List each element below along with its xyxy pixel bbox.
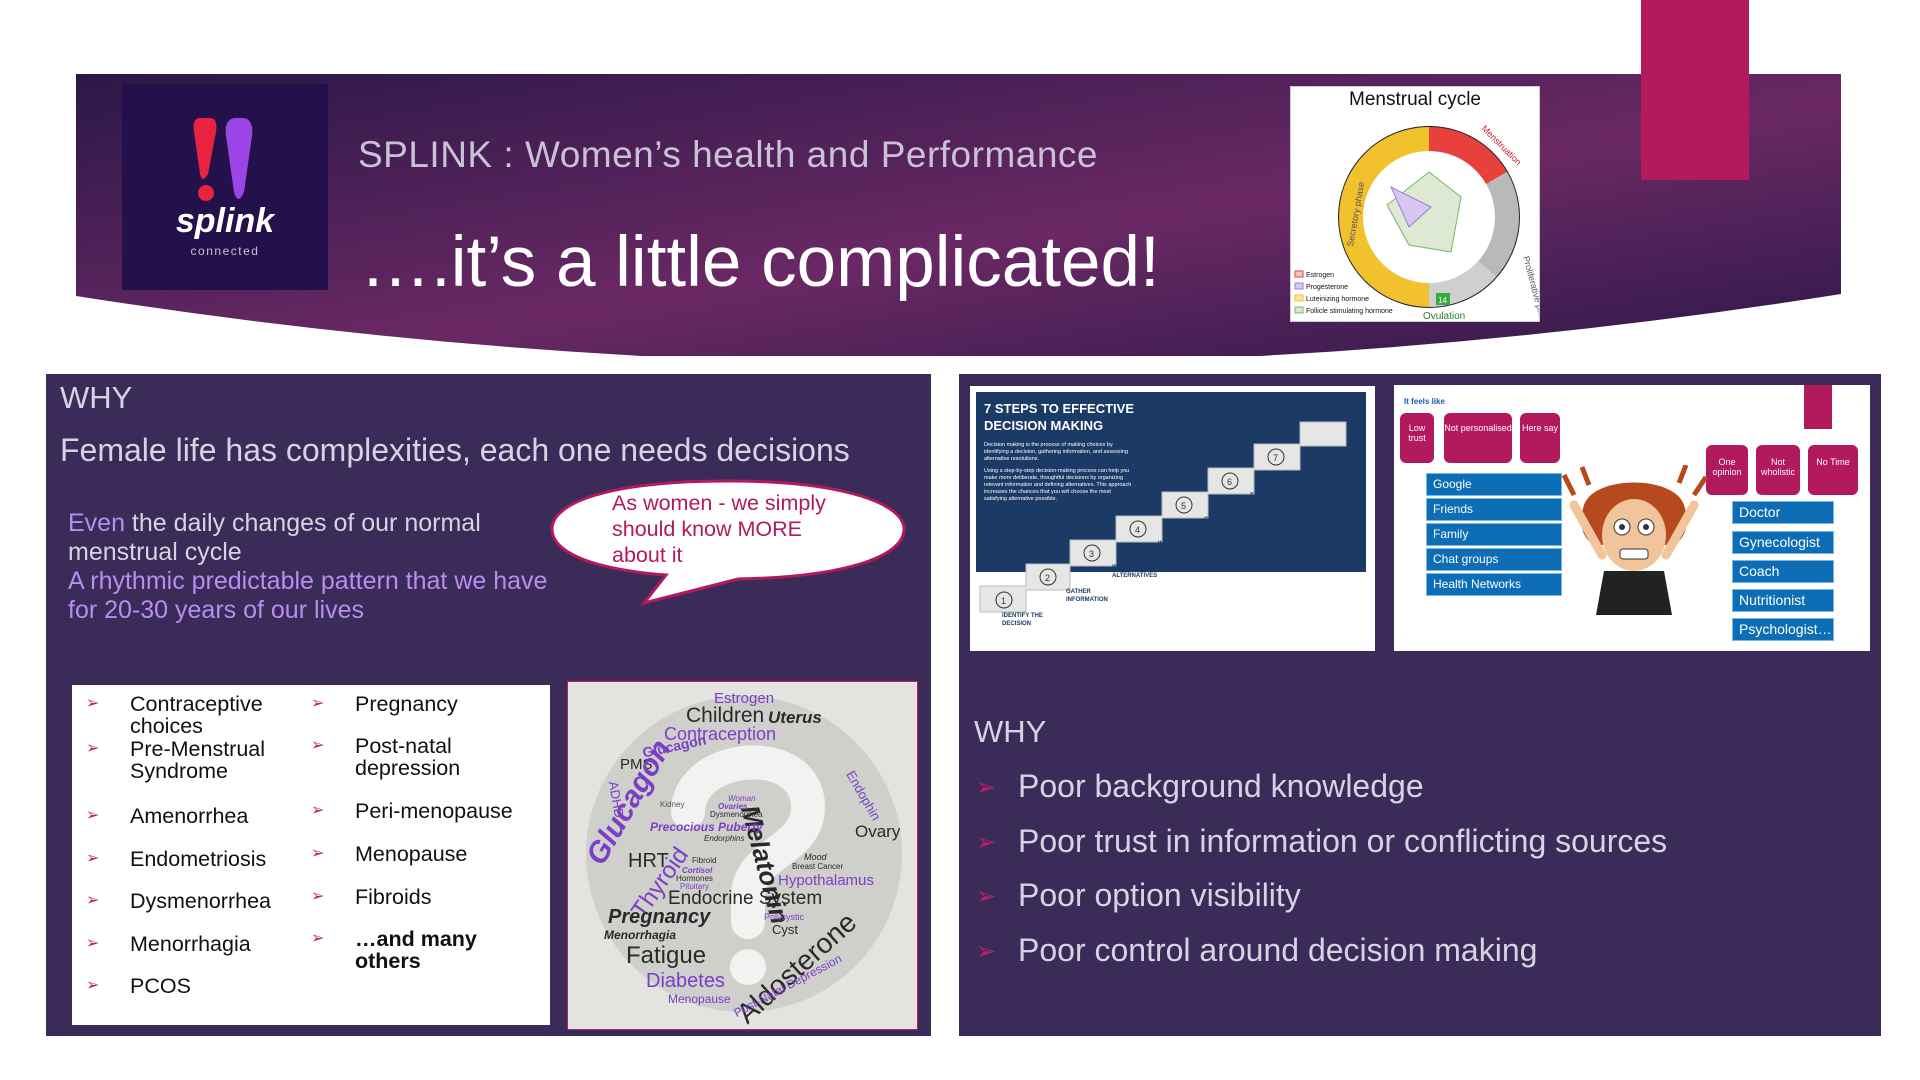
cycle-text-line1: the daily changes of our normal menstrua…: [68, 509, 481, 566]
pink-tag: Not wholistic: [1756, 445, 1800, 495]
pink-tag: Not personalised: [1444, 413, 1512, 463]
logo-name: splink: [175, 202, 275, 240]
pink-tag: No Time: [1808, 445, 1858, 495]
svg-text:Luteinizing hormone: Luteinizing hormone: [1306, 296, 1369, 303]
svg-text:Proliferative phase: Proliferative phase: [1521, 255, 1539, 321]
svg-text:7: 7: [1273, 453, 1278, 463]
step-label: REVIEW YOUR DECISION: [1320, 465, 1363, 479]
reasons-list: ➢Poor background knowledge ➢Poor trust i…: [970, 765, 1667, 983]
cycle-text: Even the daily changes of our normal men…: [68, 509, 548, 625]
source-chip: Psychologist…: [1732, 618, 1834, 641]
pink-tab-small: [1804, 385, 1832, 429]
svg-text:14: 14: [1438, 296, 1447, 305]
splink-logo: splink connected: [122, 84, 328, 290]
menstrual-cycle-image: Menstrual cycle 14 Menstruation Secretor…: [1290, 86, 1540, 322]
svg-text:1: 1: [1001, 596, 1006, 606]
steps-body-2: Using a step-by-step decision-making pro…: [984, 468, 1132, 502]
svg-text:4: 4: [1135, 525, 1140, 535]
svg-text:Progesterone: Progesterone: [1306, 284, 1348, 291]
list-item: ➢Amenorrhea: [86, 804, 249, 828]
list-item: ➢Poor background knowledge: [976, 768, 1424, 804]
source-chip: Nutritionist: [1732, 589, 1834, 612]
complexities-heading: Female life has complexities, each one n…: [60, 432, 850, 468]
list-item: ➢…and many others: [311, 927, 477, 973]
cycle-wheel-icon: 14 Menstruation Secretory phase Prolifer…: [1294, 123, 1539, 321]
cycle-text-line2: A rhythmic predictable pattern that we h…: [68, 567, 548, 624]
splink-logo-mark-icon: [193, 118, 253, 201]
list-item: ➢Fibroids: [311, 885, 432, 909]
conditions-list-col2: ➢Pregnancy ➢Post-natal depression ➢Peri-…: [297, 693, 547, 973]
question-mark-icon: [586, 696, 902, 1012]
why-heading-right: WHY: [974, 714, 1047, 749]
decision-steps-image: 1 2 3 4 5 6 7 7 STEPS TO EFFECTIVE DECIS…: [970, 386, 1375, 651]
list-item: ➢Contraceptive choices: [86, 692, 263, 738]
list-item: ➢Poor trust in information or conflictin…: [976, 822, 1668, 859]
list-item: ➢Menorrhagia: [86, 931, 251, 956]
staircase-icon: 1 2 3 4 5 6 7: [976, 392, 1366, 613]
list-item: ➢Poor control around decision making: [976, 931, 1538, 968]
pink-tag: Here say: [1520, 413, 1560, 463]
word-cloud-image: Estrogen Children Uterus Contraception G…: [567, 681, 918, 1030]
svg-text:Ovulation: Ovulation: [1423, 311, 1465, 321]
list-item: ➢PCOS: [86, 974, 191, 998]
conditions-list-box: ➢Contraceptive choices ➢Pre-Menstrual Sy…: [72, 685, 550, 1025]
source-chip: Health Networks: [1426, 573, 1562, 596]
conditions-list-col1: ➢Contraceptive choices ➢Pre-Menstrual Sy…: [72, 693, 302, 1005]
list-item: ➢Endometriosis: [86, 846, 267, 871]
even-word: Even: [68, 509, 125, 537]
feels-heading: It feels like: [1404, 397, 1445, 406]
page-subtitle: SPLINK : Women’s health and Performance: [358, 134, 1099, 175]
list-item: ➢Dysmenorrhea: [86, 889, 271, 913]
svg-text:Estrogen: Estrogen: [1306, 272, 1334, 279]
steps-title: 7 STEPS TO EFFECTIVE DECISION MAKING: [984, 401, 1135, 433]
source-chip: Friends: [1426, 498, 1562, 521]
steps-body-1: Decision making is the process of making…: [984, 442, 1129, 462]
list-item: ➢Pregnancy: [311, 692, 458, 716]
step-label: CHOOSE AMONG ALTERNATIVES: [1204, 517, 1250, 539]
list-item: ➢Pre-Menstrual Syndrome: [86, 737, 266, 783]
source-chip: Chat groups: [1426, 548, 1562, 571]
list-item: ➢Post-natal depression: [311, 734, 461, 780]
source-chip: Google: [1426, 473, 1562, 496]
step-label: IDENTIFY THE DECISION: [1002, 613, 1043, 627]
source-chip: Family: [1426, 523, 1562, 546]
stressed-woman-icon: [1561, 465, 1709, 615]
svg-text:5: 5: [1181, 501, 1186, 511]
speech-bubble-text: As women - we simply should know MORE ab…: [612, 491, 826, 567]
pink-tag: One opinion: [1706, 445, 1748, 495]
source-chip: Gynecologist: [1732, 531, 1834, 554]
svg-text:3: 3: [1089, 549, 1094, 559]
list-item: ➢Poor option visibility: [976, 877, 1301, 913]
header-banner: [76, 74, 1841, 356]
svg-text:Follicle stimulating hormone: Follicle stimulating hormone: [1306, 308, 1393, 315]
list-item: ➢Menopause: [311, 842, 468, 866]
speech-bubble: [550, 479, 906, 605]
source-chip: Coach: [1732, 560, 1834, 583]
page-title: ….it’s a little complicated!: [360, 223, 1160, 302]
step-label: GATHER INFORMATION: [1066, 589, 1108, 603]
why-heading-left: WHY: [60, 380, 133, 415]
step-label: IDENTIFY ALTERNATIVES: [1112, 565, 1158, 579]
list-item: ➢Peri-menopause: [311, 799, 513, 823]
it-feels-like-image: It feels like Low trust Not personalised…: [1394, 385, 1870, 651]
pink-tab-decoration: [1641, 0, 1749, 180]
logo-tagline: connected: [190, 244, 260, 258]
pink-tag: Low trust: [1400, 413, 1434, 463]
source-chip: Doctor: [1732, 501, 1834, 524]
cycle-title: Menstrual cycle: [1349, 89, 1481, 110]
step-label: TAKE ACTION: [1250, 493, 1291, 499]
svg-text:2: 2: [1045, 573, 1050, 583]
svg-text:6: 6: [1227, 477, 1232, 487]
step-label: WEIGH THE EVIDENCE: [1158, 541, 1192, 555]
